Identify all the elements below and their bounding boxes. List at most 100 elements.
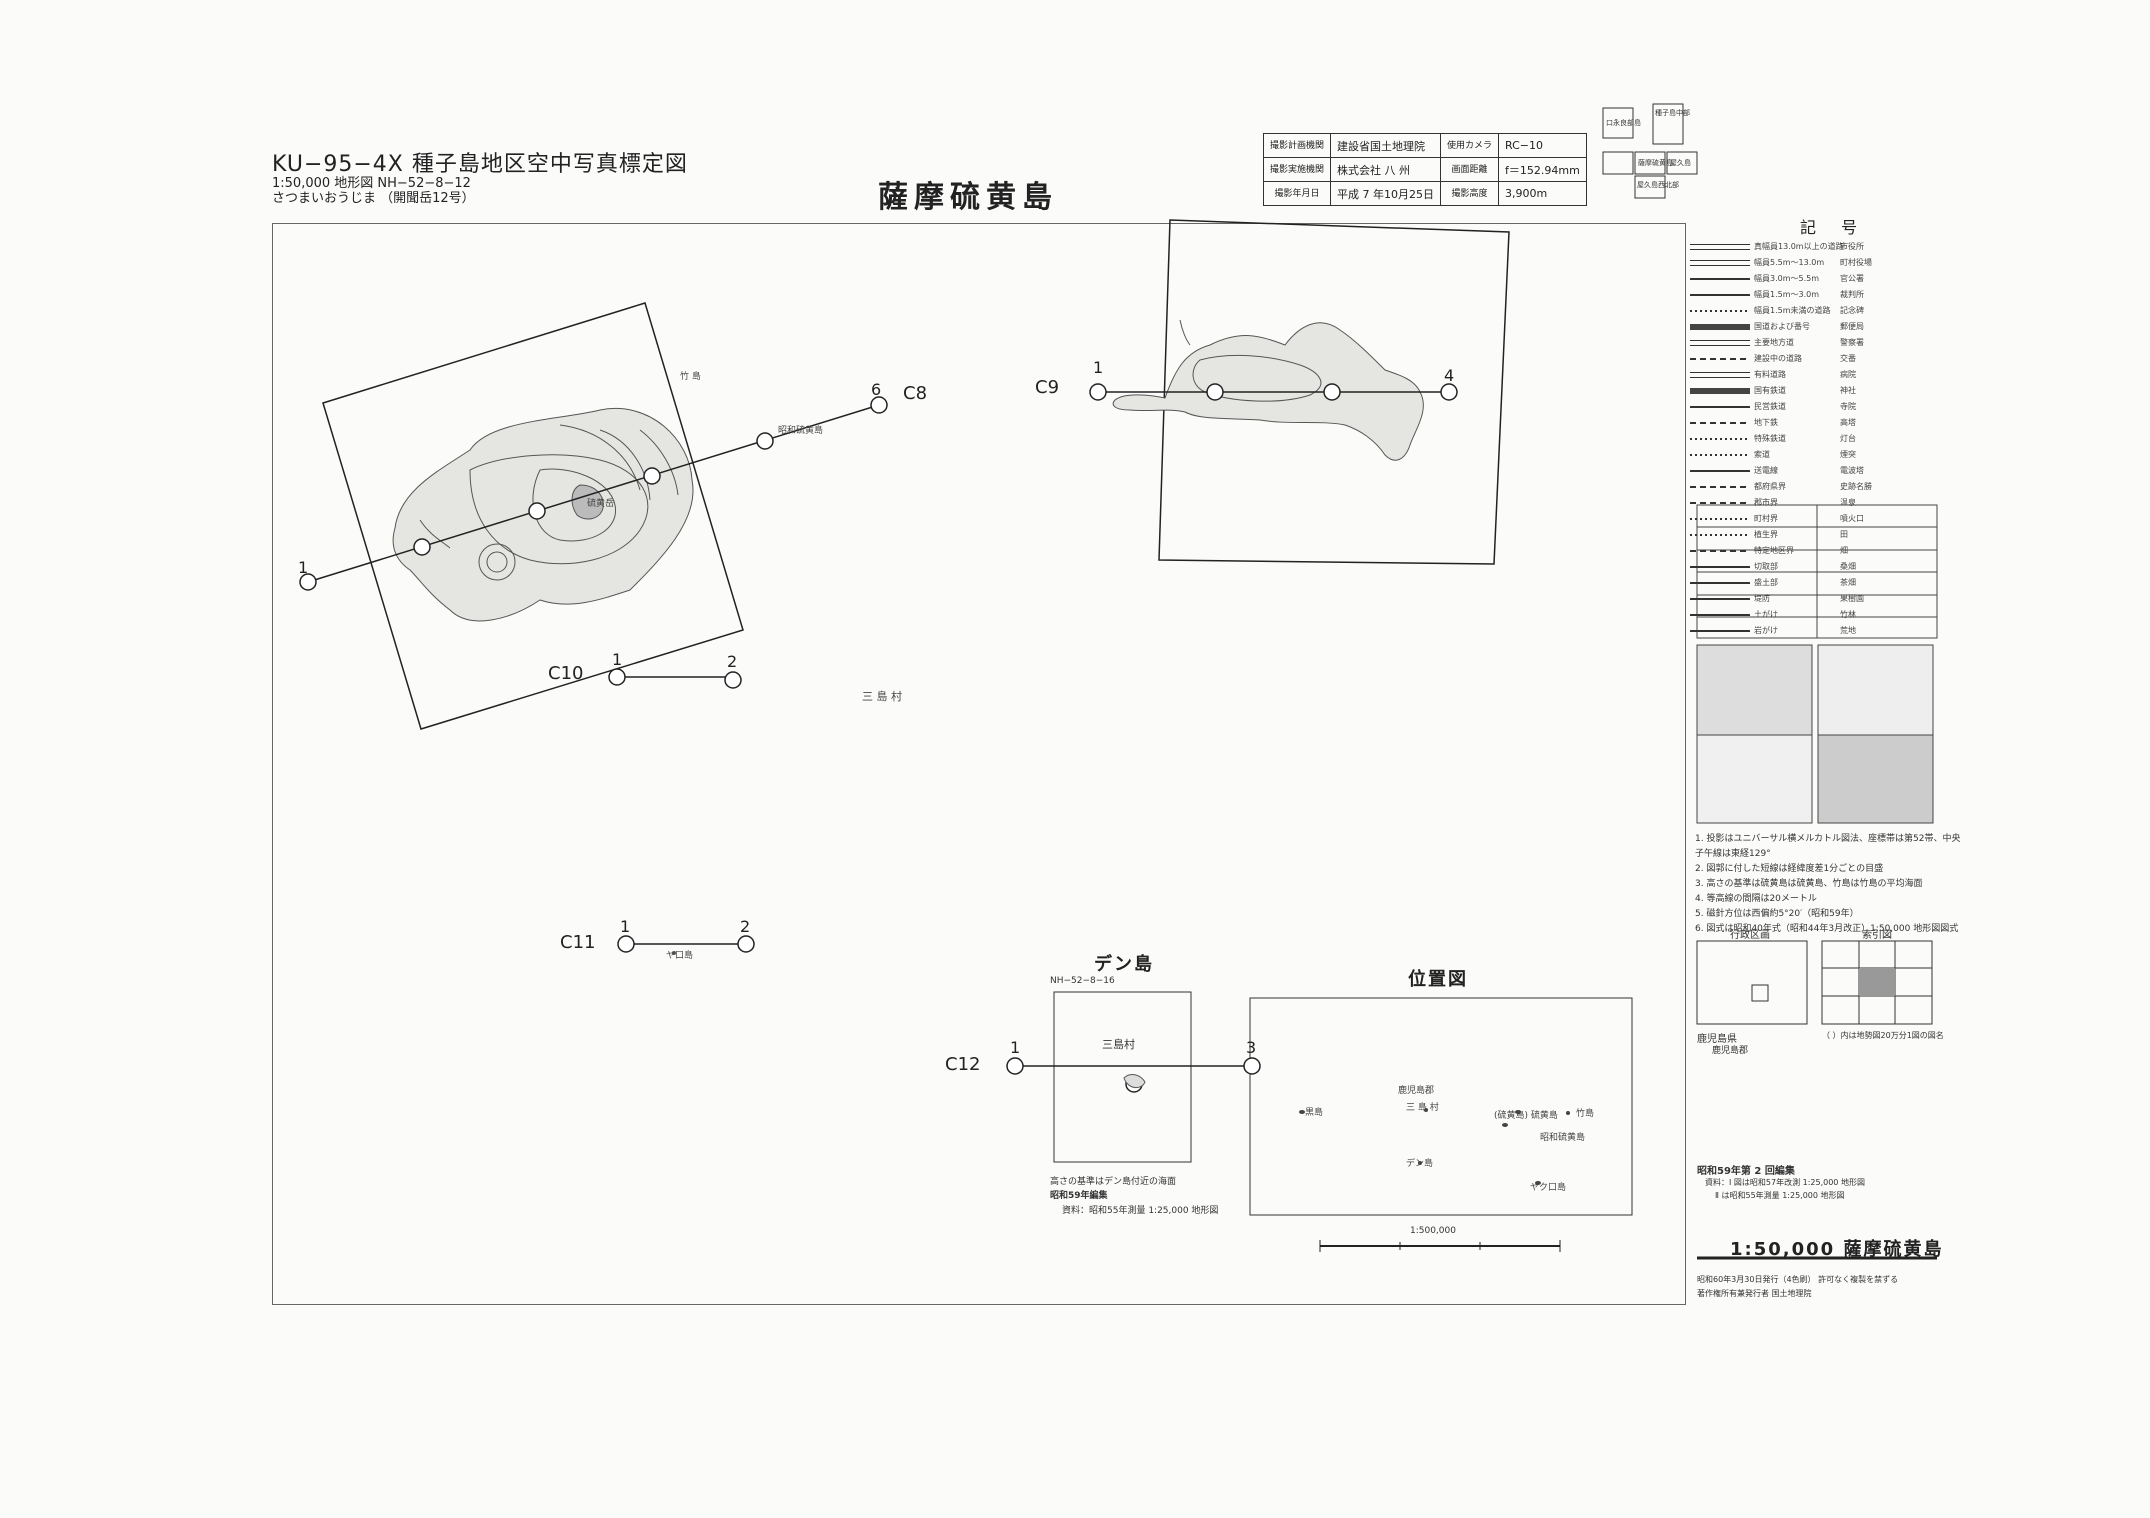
location-map-islands <box>1299 1108 1570 1185</box>
legend-label: 記念碑 <box>1840 306 1864 315</box>
legend-label: 特定地区界 <box>1754 546 1794 555</box>
edition-source: 資料：Ⅰ 図は昭和57年改測 1:25,000 地形図 <box>1705 1178 1865 1187</box>
point-number: 1 <box>1010 1038 1021 1057</box>
photo-center-c8-6 <box>870 396 888 414</box>
den-island-code: NH−52−8−16 <box>1050 976 1115 986</box>
legend-label: 温泉 <box>1840 498 1856 507</box>
admin-division-box <box>1696 940 1808 1025</box>
location-label: 昭和硫黄島 <box>1540 1133 1586 1143</box>
photo-center-c12-1 <box>1006 1057 1024 1075</box>
strip-label-c10: C10 <box>548 663 584 684</box>
photo-center-c8-1 <box>299 573 317 591</box>
legend-item: 盛土部茶畑 <box>1690 576 1940 590</box>
map-notes: 1. 投影はユニバーサル横メルカトル図法、座標帯は第52帯、中央 子午線は東経1… <box>1695 832 1960 937</box>
legend-item: 幅員3.0m〜5.5m 官公署 <box>1690 272 1940 286</box>
photo-info-value: 3,900m <box>1498 181 1587 206</box>
legend-item: 郡市界温泉 <box>1690 496 1940 510</box>
photo-info-table: 撮影計画機関 建設省国土地理院 使用カメラ RC−10 撮影実施機関 株式会社 … <box>1262 133 1587 206</box>
legend-label: 市役所 <box>1840 242 1864 251</box>
strip-label-c9: C9 <box>1035 377 1060 398</box>
note-line: 2. 図郭に付した短線は経緯度差1分ごとの目盛 <box>1695 864 1884 874</box>
photo-info-value: 株式会社 八 州 <box>1330 157 1442 182</box>
photo-info-row: 撮影年月日 平成 7 年10月25日 撮影高度 3,900m <box>1262 181 1587 206</box>
legend-symbol <box>1690 277 1750 280</box>
legend-label: 神社 <box>1840 386 1856 395</box>
flight-strip-c8 <box>307 404 880 583</box>
legend-label: 幅員3.0m〜5.5m <box>1754 274 1820 283</box>
legend-symbol <box>1690 243 1750 250</box>
photo-center-c8-4 <box>643 467 661 485</box>
legend-symbol <box>1690 597 1750 600</box>
edition-source: Ⅱ は昭和55年測量 1:25,000 地形図 <box>1715 1191 1845 1200</box>
legend-symbol <box>1690 453 1750 456</box>
photo-center-c9-4 <box>1440 383 1458 401</box>
photo-info-label: 撮影実施機関 <box>1262 157 1332 182</box>
takeshima-label: 竹 島 <box>680 372 701 382</box>
photo-center-c9-2 <box>1206 383 1224 401</box>
legend-label: 裁判所 <box>1840 290 1864 299</box>
legend-item: 土がけ竹林 <box>1690 608 1940 622</box>
photo-center-c9-3 <box>1323 383 1341 401</box>
legend-symbol <box>1690 259 1750 266</box>
legend-label: 茶畑 <box>1840 578 1856 587</box>
legend-item: 主要地方道警察署 <box>1690 336 1940 350</box>
legend-label: 官公署 <box>1840 274 1864 283</box>
photo-center-c8-5 <box>756 432 774 450</box>
legend-label: 史跡名勝 <box>1840 482 1872 491</box>
legend-label: 郵便局 <box>1840 322 1864 331</box>
legend-label: 特殊鉄道 <box>1754 434 1786 443</box>
legend-label: 都府県界 <box>1754 482 1786 491</box>
island-takeshima <box>1112 319 1424 461</box>
iwo-dake-label: 硫黄岳 <box>587 499 615 509</box>
point-number: 4 <box>1444 366 1455 385</box>
legend-item: 地下鉄高塔 <box>1690 416 1940 430</box>
legend-item: 岩がけ荒地 <box>1690 624 1940 638</box>
legend-item: 町村界 噴火口 <box>1690 512 1940 526</box>
strip-label-c8: C8 <box>903 383 928 404</box>
legend-symbol <box>1690 629 1750 632</box>
legend-label: 交番 <box>1840 354 1856 363</box>
map-series-line: 1:50,000 地形図 NH−52−8−12 <box>272 176 471 191</box>
location-map-scale: 1:500,000 <box>1410 1226 1456 1236</box>
legend-label: 真幅員13.0m以上の道路 <box>1754 242 1844 251</box>
legend-symbol <box>1690 339 1750 346</box>
location-map-frame <box>1249 997 1633 1216</box>
point-number: 1 <box>1093 358 1104 377</box>
photo-center-c11-2 <box>737 935 755 953</box>
legend-symbol <box>1690 405 1750 408</box>
legend-sample-coast <box>1696 734 1813 824</box>
legend-symbol <box>1690 387 1750 394</box>
legend-symbol <box>1690 309 1750 312</box>
legend-label: 切取部 <box>1754 562 1778 571</box>
legend-label: 煙突 <box>1840 450 1856 459</box>
legend-item: 都府県界 史跡名勝 <box>1690 480 1940 494</box>
legend-label: 堤防 <box>1754 594 1770 603</box>
photo-center-c9-1 <box>1089 383 1107 401</box>
point-number: 1 <box>612 650 623 669</box>
location-label: (硫黄島) 硫黄島 <box>1494 1111 1558 1121</box>
legend-sample-building <box>1696 644 1813 746</box>
legend-item: 建設中の道路交番 <box>1690 352 1940 366</box>
index-box-label: 屋久島西北部 <box>1637 181 1679 189</box>
legend-label: 町村界 <box>1754 514 1778 523</box>
legend-label: 電波塔 <box>1840 466 1864 475</box>
legend-item: 索道煙突 <box>1690 448 1940 462</box>
photo-center-c11-1 <box>617 935 635 953</box>
legend-title: 記 号 <box>1800 218 1868 237</box>
note-line: 6. 図式は昭和40年式（昭和44年3月改正）1:50,000 地形図図式 <box>1695 924 1959 934</box>
legend-label: 病院 <box>1840 370 1856 379</box>
legend-item: 特殊鉄道灯台 <box>1690 432 1940 446</box>
legend-sample-contour <box>1817 734 1934 824</box>
legend-label: 噴火口 <box>1840 514 1864 523</box>
legend-label: 畑 <box>1840 546 1848 555</box>
legend-item: 特定地区界 畑 <box>1690 544 1940 558</box>
edition-line: 昭和59年第 2 回編集 <box>1697 1166 1795 1177</box>
photo-footprint-c8 <box>322 302 744 730</box>
legend-label: 植生界 <box>1754 530 1778 539</box>
legend-label: 地下鉄 <box>1754 418 1778 427</box>
legend-symbol <box>1690 323 1750 330</box>
legend-symbol <box>1690 565 1750 568</box>
legend-label: 送電線 <box>1754 466 1778 475</box>
legend-label: 寺院 <box>1840 402 1856 411</box>
